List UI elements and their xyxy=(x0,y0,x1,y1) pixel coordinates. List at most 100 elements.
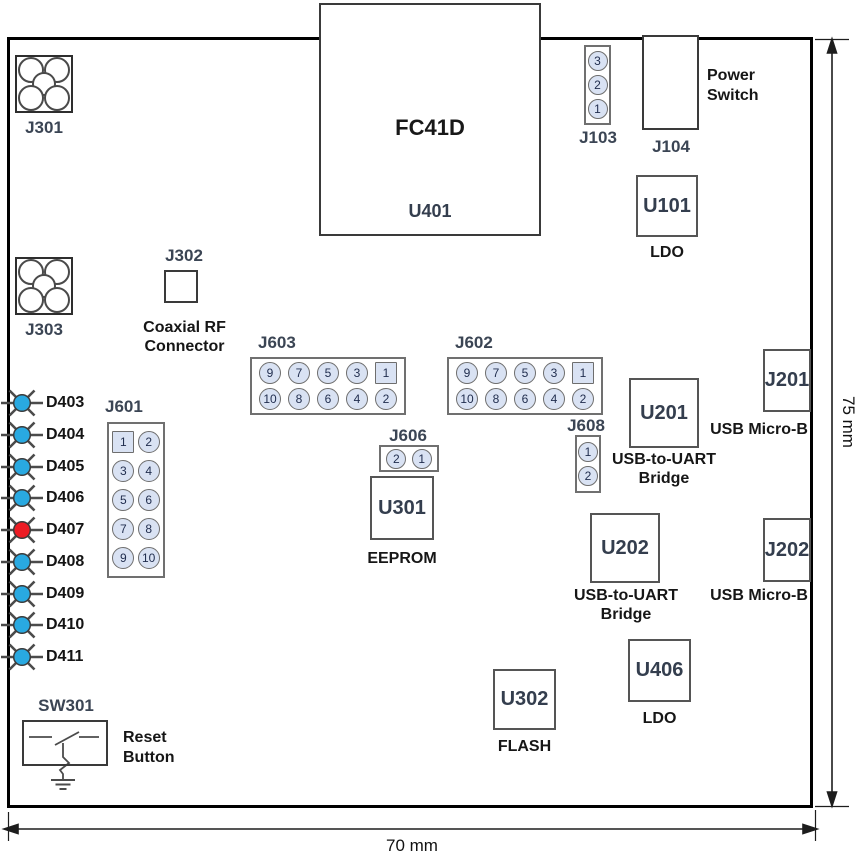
pin-3: 3 xyxy=(587,51,608,71)
led-label: D411 xyxy=(46,648,84,665)
pin-8: 8 xyxy=(485,387,507,410)
pin-4: 4 xyxy=(346,387,368,410)
pin-1: 1 xyxy=(572,362,594,385)
label-eeprom: EEPROM xyxy=(367,550,437,567)
module-name: FC41D xyxy=(395,115,465,140)
pin-10: 10 xyxy=(456,387,478,410)
pin-4: 4 xyxy=(543,387,565,410)
label-j601: J601 xyxy=(105,397,143,416)
ic-u101: U101 xyxy=(636,175,698,237)
label-u202-bridge: USB-to-UART Bridge xyxy=(574,587,678,623)
label-j606: J606 xyxy=(389,426,427,445)
header-j103: 3 2 1 xyxy=(584,45,611,125)
label-j603: J603 xyxy=(258,333,296,352)
label-reset-button: Reset Button xyxy=(123,729,175,766)
pin-2: 2 xyxy=(587,75,608,95)
label-u101: U101 xyxy=(643,194,691,217)
led-icon xyxy=(1,580,43,608)
led-label: D409 xyxy=(46,585,85,602)
pin-2: 2 xyxy=(137,431,160,453)
pin-7: 7 xyxy=(112,518,135,540)
ic-u302: U302 xyxy=(493,669,556,730)
led-d406: D406 xyxy=(0,476,84,520)
label-u406: U406 xyxy=(635,659,684,681)
reset-button-box xyxy=(22,720,108,766)
led-d407: D407 xyxy=(0,508,84,552)
led-d410: D410 xyxy=(0,603,84,647)
led-label: D404 xyxy=(46,426,85,443)
pin-9: 9 xyxy=(259,362,281,385)
ic-u201: U201 xyxy=(629,378,699,448)
led-label: D403 xyxy=(46,394,85,411)
label-j608: J608 xyxy=(567,416,605,435)
module-ref: U401 xyxy=(408,201,452,221)
label-flash: FLASH xyxy=(497,738,552,755)
module-fc41d: FC41D U401 xyxy=(319,3,541,236)
label-power-switch: Power Switch xyxy=(707,67,759,104)
pin-3: 3 xyxy=(112,460,135,482)
pin-7: 7 xyxy=(288,362,310,385)
pin-3: 3 xyxy=(543,362,565,385)
led-d403: D403 xyxy=(0,381,84,425)
pin-2: 2 xyxy=(375,387,397,410)
pin-7: 7 xyxy=(485,362,507,385)
ic-u202: U202 xyxy=(590,513,660,583)
label-u202: U202 xyxy=(601,536,649,559)
height-dimension-label: 75 mm xyxy=(839,396,858,448)
led-label: D407 xyxy=(46,521,85,538)
led-icon xyxy=(1,421,43,449)
pin-9: 9 xyxy=(456,362,478,385)
label-j201-usb: USB Micro-B xyxy=(710,421,808,438)
led-icon xyxy=(1,611,43,639)
pin-5: 5 xyxy=(317,362,339,385)
ic-u406: U406 xyxy=(628,639,691,702)
pin-1: 1 xyxy=(375,362,397,385)
label-u301: U301 xyxy=(378,496,426,519)
label-u101-ldo: LDO xyxy=(650,244,684,261)
led-icon xyxy=(1,389,43,417)
pin-1: 1 xyxy=(112,431,135,453)
led-icon xyxy=(1,484,43,512)
rf-connector-j301-icon xyxy=(15,55,73,113)
label-j104: J104 xyxy=(652,137,690,156)
rf-connector-j303-icon xyxy=(15,257,73,315)
pin-10: 10 xyxy=(259,387,281,410)
label-j301: J301 xyxy=(25,118,63,137)
label-j303: J303 xyxy=(25,320,63,339)
led-d405: D405 xyxy=(0,445,84,489)
led-icon xyxy=(1,548,43,576)
led-label: D405 xyxy=(46,458,85,475)
pin-1: 1 xyxy=(587,99,608,119)
led-icon xyxy=(1,453,43,481)
pin-2: 2 xyxy=(572,387,594,410)
led-d411: D411 xyxy=(0,635,83,679)
coaxial-rf-connector-box xyxy=(164,270,198,303)
pin-5: 5 xyxy=(112,489,135,511)
led-d404: D404 xyxy=(0,413,84,457)
pin-8: 8 xyxy=(288,387,310,410)
pin-1: 1 xyxy=(578,441,598,462)
pin-9: 9 xyxy=(112,547,135,569)
label-coaxial-rf-connector: Coaxial RF Connector xyxy=(143,319,226,355)
label-u201: U201 xyxy=(640,401,688,424)
width-dimension-label: 70 mm xyxy=(386,836,438,855)
led-d409: D409 xyxy=(0,572,84,616)
pin-6: 6 xyxy=(317,387,339,410)
pin-6: 6 xyxy=(137,489,160,511)
pin-6: 6 xyxy=(514,387,536,410)
pin-5: 5 xyxy=(514,362,536,385)
label-u302: U302 xyxy=(500,688,549,710)
label-u201-bridge: USB-to-UART Bridge xyxy=(612,451,716,487)
usb-connector-j201: J201 xyxy=(763,349,811,412)
led-label: D406 xyxy=(46,489,85,506)
pin-3: 3 xyxy=(346,362,368,385)
led-label: D410 xyxy=(46,616,85,633)
